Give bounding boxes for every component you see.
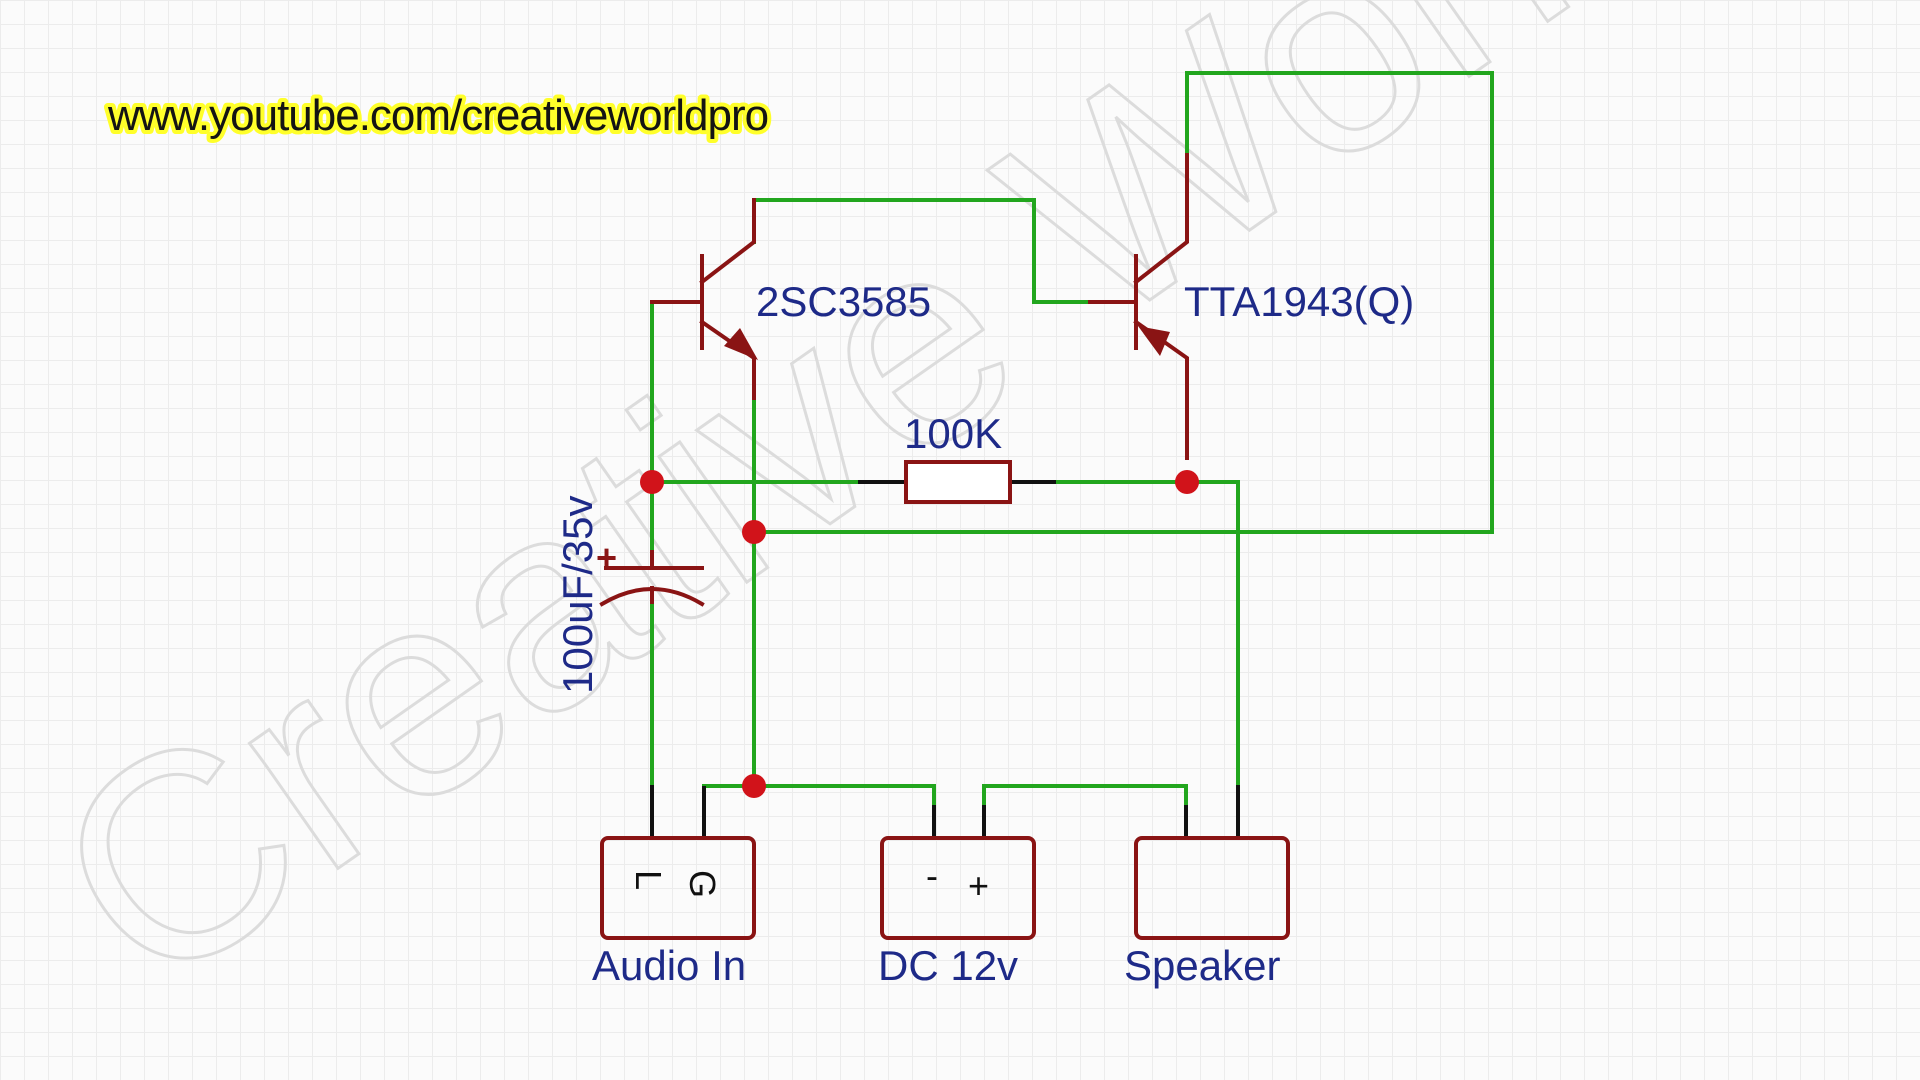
wire-emitter-loop (752, 71, 1494, 534)
junction-dot (1175, 470, 1199, 494)
audio-in-connector: L G Audio In (592, 785, 756, 989)
audio-in-box (600, 836, 756, 940)
speaker-label: Speaker (1124, 942, 1280, 989)
capacitor-label: 100uF/35v (554, 496, 601, 694)
dc-pin-plus: + (968, 865, 989, 906)
transistor-pnp: TTA1943(Q) (1088, 153, 1414, 460)
t1-collector (699, 198, 756, 285)
wire-resistor-to-speaker (1054, 480, 1240, 787)
speaker-box (1134, 836, 1290, 940)
dc-supply-box (880, 836, 1036, 940)
audio-in-label: Audio In (592, 942, 746, 989)
speaker-connector: Speaker (1124, 785, 1290, 989)
t2-collector (1133, 153, 1189, 285)
audio-pin-l: L (628, 870, 669, 890)
resistor-body (904, 460, 1012, 504)
dc-supply-label: DC 12v (878, 942, 1018, 989)
junction-dot (640, 470, 664, 494)
capacitor: + 100uF/35v (554, 496, 705, 694)
capacitor-polarity: + (596, 537, 617, 578)
audio-pin-g: G (682, 870, 723, 898)
wire-positive-bus (982, 784, 1188, 807)
junction-dot (742, 774, 766, 798)
wire-ground-bus (702, 784, 936, 807)
dc-supply-connector: - + DC 12v (878, 805, 1036, 989)
t2-label: TTA1943(Q) (1184, 278, 1414, 325)
url-text: www.youtube.com/creativeworldpro (107, 91, 768, 140)
t1-label: 2SC3585 (756, 278, 931, 325)
t1-emitter-arrow (724, 328, 758, 360)
resistor-label: 100K (904, 410, 1002, 457)
watermark-text: Creative World (0, 0, 1754, 1052)
junctions (640, 470, 1199, 798)
transistor-npn: 2SC3585 (650, 198, 931, 400)
dc-pin-minus: - (926, 855, 938, 896)
t2-emitter-arrow (1138, 326, 1170, 356)
junction-dot (742, 520, 766, 544)
resistor: 100K (858, 410, 1056, 504)
